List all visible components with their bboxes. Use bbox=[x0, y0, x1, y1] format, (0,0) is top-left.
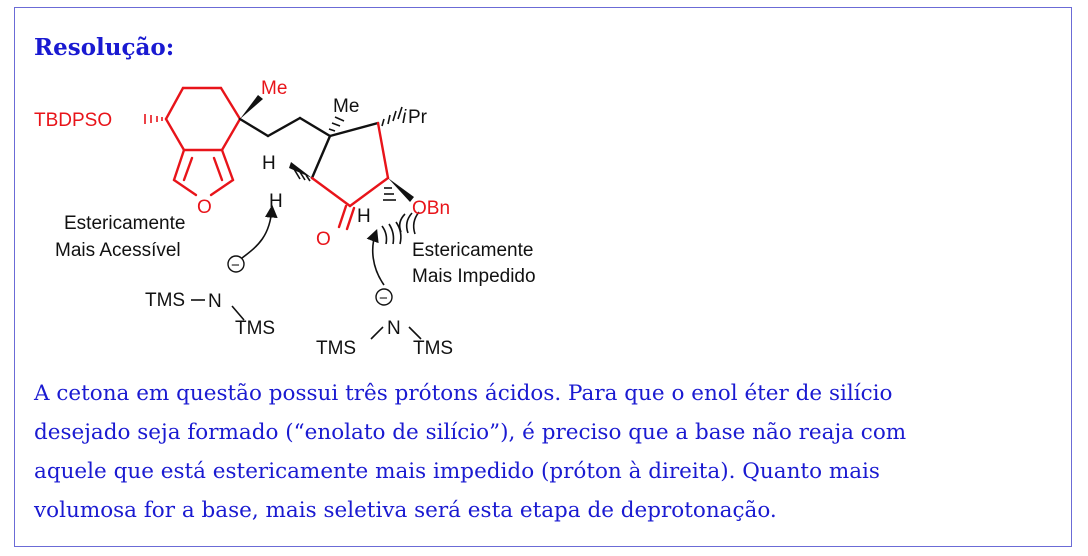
left-hmds-bonds bbox=[191, 299, 245, 321]
label-tbdpso: TBDPSO bbox=[34, 110, 112, 131]
label-tms-right-1: TMS bbox=[316, 338, 356, 359]
paragraph-line: volumosa for a base, mais seletiva será … bbox=[34, 498, 777, 523]
wedge-bond-me bbox=[240, 95, 263, 119]
label-furan-o: O bbox=[197, 197, 212, 218]
charge-circle-left bbox=[227, 255, 245, 273]
hashed-bond-h-right bbox=[383, 187, 396, 201]
label-me-ring: Me bbox=[333, 96, 359, 117]
label-me-top: Me bbox=[261, 78, 287, 99]
wedge-bond-obn bbox=[388, 178, 414, 202]
charge-sign-right: − bbox=[379, 290, 388, 307]
label-obn: OBn bbox=[412, 198, 450, 219]
label-tms-left-1: TMS bbox=[145, 290, 185, 311]
label-h-left: H bbox=[262, 153, 276, 174]
hashed-bond-otbdps bbox=[144, 114, 163, 124]
label-ipr-pr: Pr bbox=[408, 107, 428, 128]
curved-arrow-right bbox=[366, 229, 385, 286]
right-note-line-1: Estericamente bbox=[412, 240, 533, 261]
wedge-bond-h-axial bbox=[289, 162, 312, 178]
explanation-paragraph: A cetona em questão possui três prótons … bbox=[34, 374, 1054, 530]
left-note-line-1: Estericamente bbox=[64, 213, 185, 234]
label-n-right: N bbox=[387, 318, 401, 339]
bicyclic-core bbox=[164, 86, 242, 197]
left-note-line-2: Mais Acessível bbox=[55, 240, 181, 261]
curved-arrow-left bbox=[241, 204, 278, 259]
paragraph-line: desejado seja formado (“enolato de silíc… bbox=[34, 420, 907, 445]
paragraph-line: aquele que está estericamente mais imped… bbox=[34, 459, 880, 484]
ethyl-chain bbox=[238, 116, 332, 138]
resolution-box bbox=[14, 7, 1072, 547]
label-h-axial: H bbox=[269, 191, 283, 212]
cyclopentanone-ring bbox=[310, 121, 390, 231]
resolution-heading: Resolução: bbox=[34, 34, 175, 61]
charge-circle-right bbox=[375, 288, 393, 306]
label-n-left: N bbox=[208, 291, 222, 312]
right-hmds-bonds bbox=[370, 326, 422, 340]
right-note-line-2: Mais Impedido bbox=[412, 266, 536, 287]
hashed-bond-me-ring bbox=[328, 116, 345, 132]
label-h-right: H bbox=[357, 206, 371, 227]
reaction-scheme: Me TBDPSO Me i Pr H H OBn O O H Esterica… bbox=[34, 78, 536, 359]
label-tms-left-2: TMS bbox=[235, 318, 275, 339]
label-ketone-o: O bbox=[316, 229, 331, 250]
label-tms-right-2: TMS bbox=[413, 338, 453, 359]
hashed-bond-ipr bbox=[381, 106, 403, 127]
steric-clash-marks bbox=[381, 211, 420, 245]
label-ipr-i: i bbox=[402, 107, 407, 128]
paragraph-line: A cetona em questão possui três prótons … bbox=[34, 381, 893, 406]
charge-sign-left: − bbox=[231, 257, 240, 274]
hashed-bond-h-left bbox=[293, 168, 311, 182]
